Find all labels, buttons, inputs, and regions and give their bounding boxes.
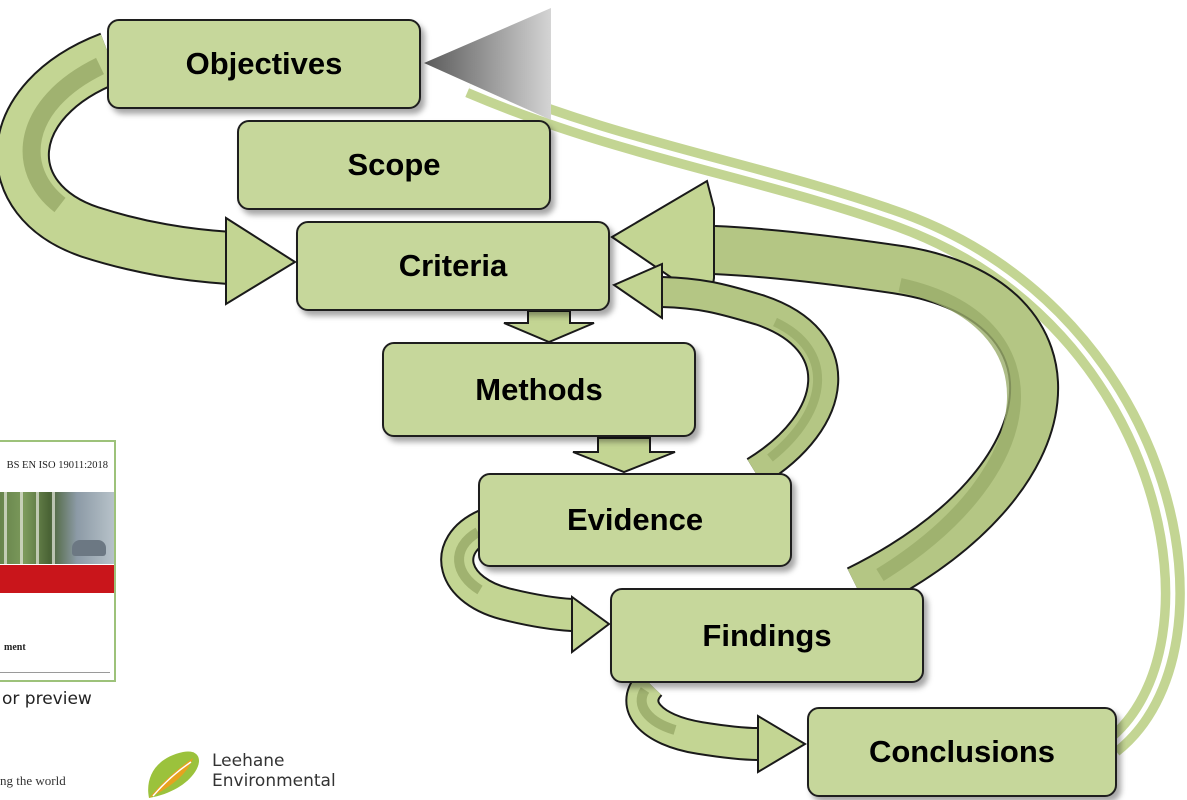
- step-label-criteria: Criteria: [398, 248, 508, 283]
- step-evidence: Evidence: [478, 473, 792, 567]
- document-divider: [0, 672, 110, 673]
- return-arrow-evidence-to-criteria: [611, 262, 840, 486]
- document-standard-code: BS EN ISO 19011:2018: [6, 460, 108, 471]
- step-objectives: Objectives: [107, 19, 421, 109]
- step-findings: Findings: [610, 588, 924, 683]
- preview-caption[interactable]: or preview: [2, 689, 92, 709]
- step-criteria: Criteria: [296, 221, 610, 311]
- document-red-band: [0, 565, 114, 593]
- step-methods: Methods: [382, 342, 696, 437]
- step-label-methods: Methods: [475, 371, 603, 407]
- return-arrow-findings-to-criteria: [610, 179, 1060, 613]
- logo-text-line-2: Environmental: [212, 771, 336, 791]
- step-label-findings: Findings: [702, 617, 832, 653]
- arrow-criteria-to-methods: [503, 310, 595, 344]
- step-label-scope: Scope: [347, 147, 441, 182]
- logo-text-line-1: Leehane: [212, 751, 285, 771]
- step-label-conclusions: Conclusions: [868, 734, 1055, 769]
- leaf-logo-icon: [148, 751, 199, 798]
- tagline-fragment: ng the world: [0, 773, 66, 788]
- arrow-objectives-to-criteria: [0, 32, 297, 306]
- document-cover-photo: [0, 492, 114, 564]
- arrow-evidence-to-findings: [440, 509, 611, 655]
- gray-arrowhead: [424, 8, 551, 120]
- arrow-methods-to-evidence: [572, 437, 676, 474]
- return-arrow-conclusions-to-objectives: [424, 8, 1185, 756]
- step-label-objectives: Objectives: [185, 46, 343, 81]
- step-scope: Scope: [237, 120, 551, 210]
- arrow-findings-to-conclusions: [625, 672, 807, 774]
- document-title-fragment: ment: [4, 642, 26, 653]
- standard-document-thumbnail[interactable]: BS EN ISO 19011:2018 ment: [0, 440, 116, 682]
- car-image: [72, 540, 106, 556]
- step-conclusions: Conclusions: [807, 707, 1117, 797]
- step-label-evidence: Evidence: [566, 502, 704, 537]
